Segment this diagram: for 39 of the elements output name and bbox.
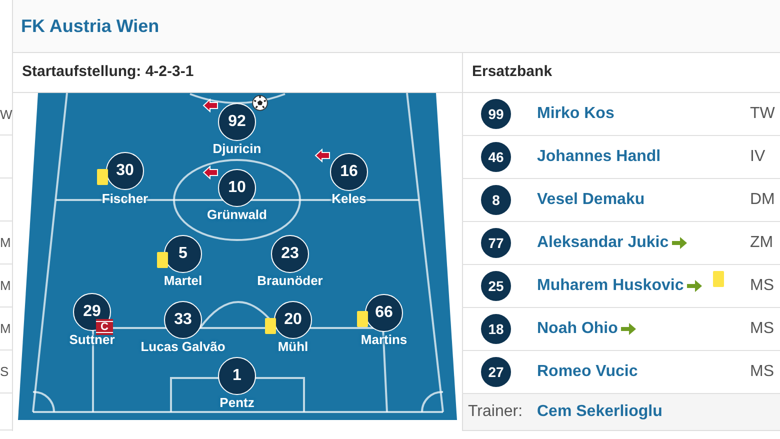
position-abbreviation: MS [750, 320, 774, 338]
position-abbreviation: M [0, 278, 11, 294]
player-name-link: Mirko Kos [537, 105, 614, 123]
captain-armband: C [96, 319, 113, 335]
player-name-link: Romeo Vucic [537, 363, 638, 381]
shirt-number-circle: 8 [481, 185, 511, 215]
player-name-link: Noah Ohio [537, 320, 618, 338]
shirt-number-circle: 99 [481, 99, 511, 129]
player-name: Djuricin [212, 141, 262, 156]
trainer-name-link: Cem Sekerlioglu [537, 403, 662, 421]
shirt-number-circle: 18 [481, 314, 511, 344]
trainer-label: Trainer: [468, 403, 523, 421]
section-heading: Startaufstellung: 4-2-3-1 [12, 52, 462, 93]
shirt-number-circle: 46 [481, 142, 511, 172]
shirt-number-circle: 25 [481, 271, 511, 301]
position-abbreviation: MS [750, 277, 774, 295]
player-name-link: Vesel Demaku [537, 191, 645, 209]
position-abbreviation: W [0, 107, 12, 123]
position-abbreviation: ZM [750, 234, 774, 252]
player-name: Pentz [220, 395, 254, 410]
player-name: Grünwald [207, 207, 267, 222]
position-abbreviation: M [0, 321, 11, 337]
player-name: Braunöder [257, 273, 323, 288]
position-abbreviation: TW [750, 105, 775, 123]
shirt-number-circle: 27 [481, 357, 511, 387]
position-abbreviation: S [0, 364, 9, 380]
position-abbreviation: M [0, 235, 11, 251]
position-abbreviation: DM [750, 191, 775, 209]
position-abbreviation: IV [750, 148, 766, 166]
player-name-link: Muharem Huskovic [537, 277, 684, 295]
club-name: FK Austria Wien [21, 16, 160, 37]
player-name: Mühl [278, 339, 308, 354]
player-name-link: Johannes Handl [537, 148, 661, 166]
player-name: Lucas Galvão [140, 339, 226, 354]
position-abbreviation: MS [750, 363, 774, 381]
shirt-number-circle: 77 [481, 228, 511, 258]
player-name-link: Aleksandar Jukic [537, 234, 669, 252]
player-name: Martel [164, 273, 202, 288]
section-heading: Ersatzbank [462, 52, 780, 93]
